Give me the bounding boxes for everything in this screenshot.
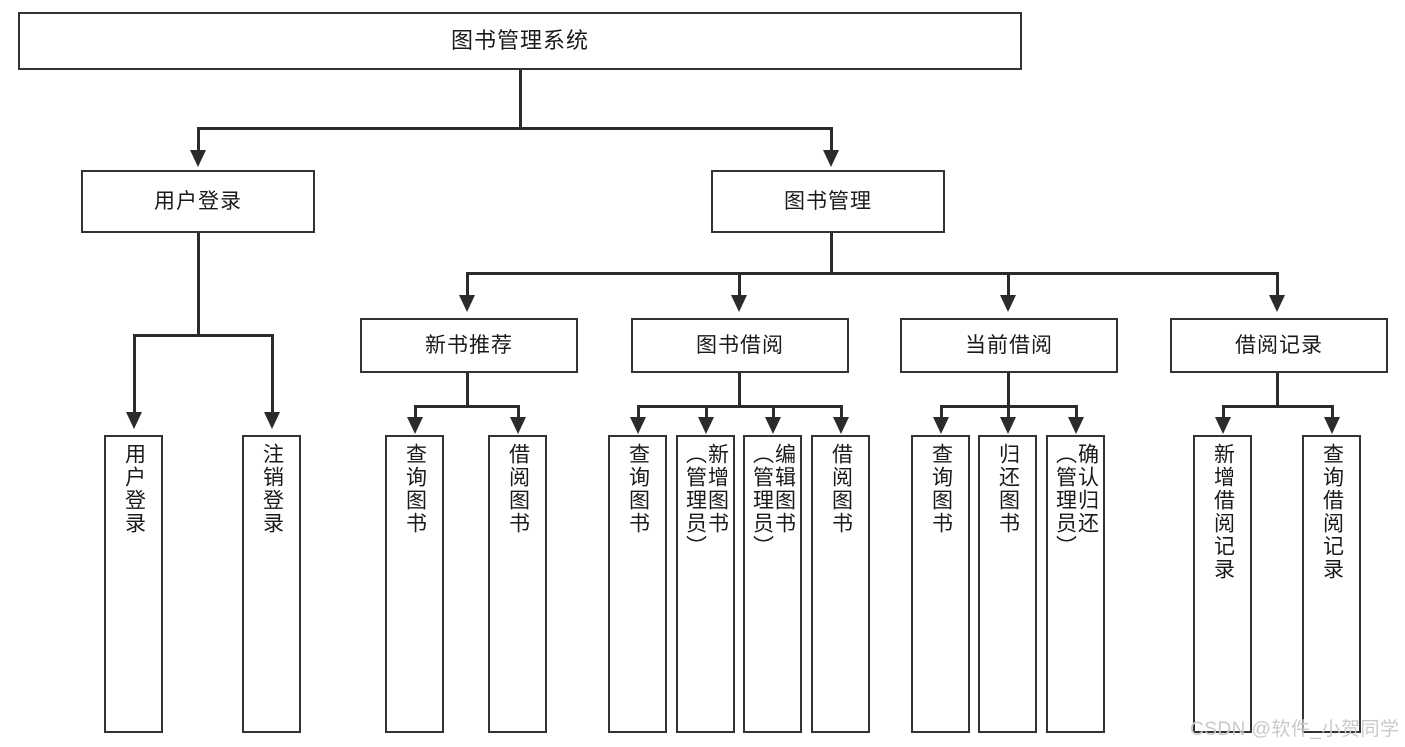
connector-book-manage-bar [466,272,1278,275]
connector-root-trunk [519,70,522,128]
node-book-manage[interactable]: 图书管理 [711,170,945,233]
arrow-book-borrow-to-leaf1 [630,417,646,434]
connector-new-book-rec-to-leaf1 [414,405,417,419]
node-new-book-recommend[interactable]: 新书推荐 [360,318,578,373]
connector-book-borrow-to-leaf4 [840,405,843,419]
connector-current-borrow-to-leaf1 [940,405,943,419]
connector-book-manage-trunk [830,233,833,273]
node-label: 查询图书 [626,443,650,535]
node-current-borrow[interactable]: 当前借阅 [900,318,1118,373]
connector-current-borrow-trunk [1007,373,1010,406]
leaf-user-login[interactable]: 用户登录 [104,435,163,733]
arrow-book-borrow-to-leaf3 [765,417,781,434]
leaf-add-borrow-record[interactable]: 新增借阅记录 [1193,435,1252,733]
arrow-book-manage-to-current-borrow [1000,295,1016,312]
connector-book-manage-to-book-borrow [738,272,741,298]
connector-root-bar [197,127,833,130]
arrow-book-manage-to-new-book-rec [459,295,475,312]
connector-new-book-rec-trunk [466,373,469,406]
connector-book-borrow-to-leaf2 [705,405,708,419]
arrow-user-login-to-leaf1 [126,412,142,429]
arrow-borrow-record-to-leaf1 [1215,417,1231,434]
arrow-book-borrow-to-leaf2 [698,417,714,434]
connector-root-to-user-login [197,127,200,153]
connector-user-login-trunk [197,233,200,335]
connector-current-borrow-to-leaf2 [1007,405,1010,419]
arrow-current-borrow-to-leaf3 [1068,417,1084,434]
leaf-return-book[interactable]: 归还图书 [978,435,1037,733]
node-label: 图书管理系统 [450,27,589,53]
connector-current-borrow-to-leaf3 [1075,405,1078,419]
connector-book-borrow-bar [637,405,841,408]
node-label: 注销登录 [260,443,284,535]
arrow-user-login-to-leaf2 [264,412,280,429]
arrow-current-borrow-to-leaf2 [1000,417,1016,434]
leaf-query-borrow-record[interactable]: 查询借阅记录 [1302,435,1361,733]
arrow-book-borrow-to-leaf4 [833,417,849,434]
node-label: 借阅记录 [1235,333,1323,357]
node-label: 归还图书 [996,443,1020,535]
node-label: 用户登录 [154,189,242,213]
connector-book-manage-to-new-book-rec [466,272,469,298]
arrow-new-book-rec-to-leaf2 [510,417,526,434]
node-book-borrow[interactable]: 图书借阅 [631,318,849,373]
leaf-query-book-new-rec[interactable]: 查询图书 [385,435,444,733]
connector-borrow-record-to-leaf1 [1222,405,1225,419]
node-borrow-record[interactable]: 借阅记录 [1170,318,1388,373]
connector-borrow-record-to-leaf2 [1331,405,1334,419]
node-label: 查询图书 [929,443,953,535]
connector-user-login-to-leaf2 [271,334,274,415]
arrow-new-book-rec-to-leaf1 [407,417,423,434]
node-label: 借阅图书 [506,443,530,535]
leaf-edit-book-admin[interactable]: 编辑图书 （管理员） [743,435,802,733]
connector-root-to-book-manage [830,127,833,153]
leaf-add-book-admin[interactable]: 新增图书 （管理员） [676,435,735,733]
arrow-current-borrow-to-leaf1 [933,417,949,434]
node-label: 图书借阅 [696,333,784,357]
arrow-book-manage-to-book-borrow [731,295,747,312]
leaf-logout-login[interactable]: 注销登录 [242,435,301,733]
connector-book-borrow-trunk [738,373,741,406]
arrow-borrow-record-to-leaf2 [1324,417,1340,434]
node-label: 借阅图书 [829,443,853,535]
connector-borrow-record-bar [1222,405,1332,408]
arrow-book-manage-to-borrow-record [1269,295,1285,312]
node-label: 编辑图书 （管理员） [750,443,796,558]
node-label: 查询借阅记录 [1320,443,1344,581]
connector-new-book-rec-to-leaf2 [517,405,520,419]
leaf-borrow-book-new-rec[interactable]: 借阅图书 [488,435,547,733]
connector-book-borrow-to-leaf1 [637,405,640,419]
connector-new-book-rec-bar [414,405,518,408]
node-label: 图书管理 [784,189,872,213]
connector-borrow-record-trunk [1276,373,1279,406]
node-label: 新增借阅记录 [1211,443,1235,581]
connector-book-borrow-to-leaf3 [772,405,775,419]
leaf-confirm-return-admin[interactable]: 确认归还 （管理员） [1046,435,1105,733]
node-user-login[interactable]: 用户登录 [81,170,315,233]
leaf-query-book-borrow[interactable]: 查询图书 [608,435,667,733]
connector-book-manage-to-borrow-record [1276,272,1279,298]
node-label: 新增图书 （管理员） [683,443,729,558]
node-label: 用户登录 [122,443,146,535]
node-label: 当前借阅 [965,333,1053,357]
leaf-query-book-current[interactable]: 查询图书 [911,435,970,733]
node-label: 查询图书 [403,443,427,535]
connector-user-login-to-leaf1 [133,334,136,415]
node-root-book-management-system[interactable]: 图书管理系统 [18,12,1022,70]
node-label: 新书推荐 [425,333,513,357]
node-label: 确认归还 （管理员） [1053,443,1099,558]
connector-user-login-bar [133,334,272,337]
arrow-root-to-book-manage [823,150,839,167]
leaf-borrow-book[interactable]: 借阅图书 [811,435,870,733]
arrow-root-to-user-login [190,150,206,167]
watermark-text: CSDN @软件_小贺同学 [1190,719,1400,740]
connector-book-manage-to-current-borrow [1007,272,1010,298]
